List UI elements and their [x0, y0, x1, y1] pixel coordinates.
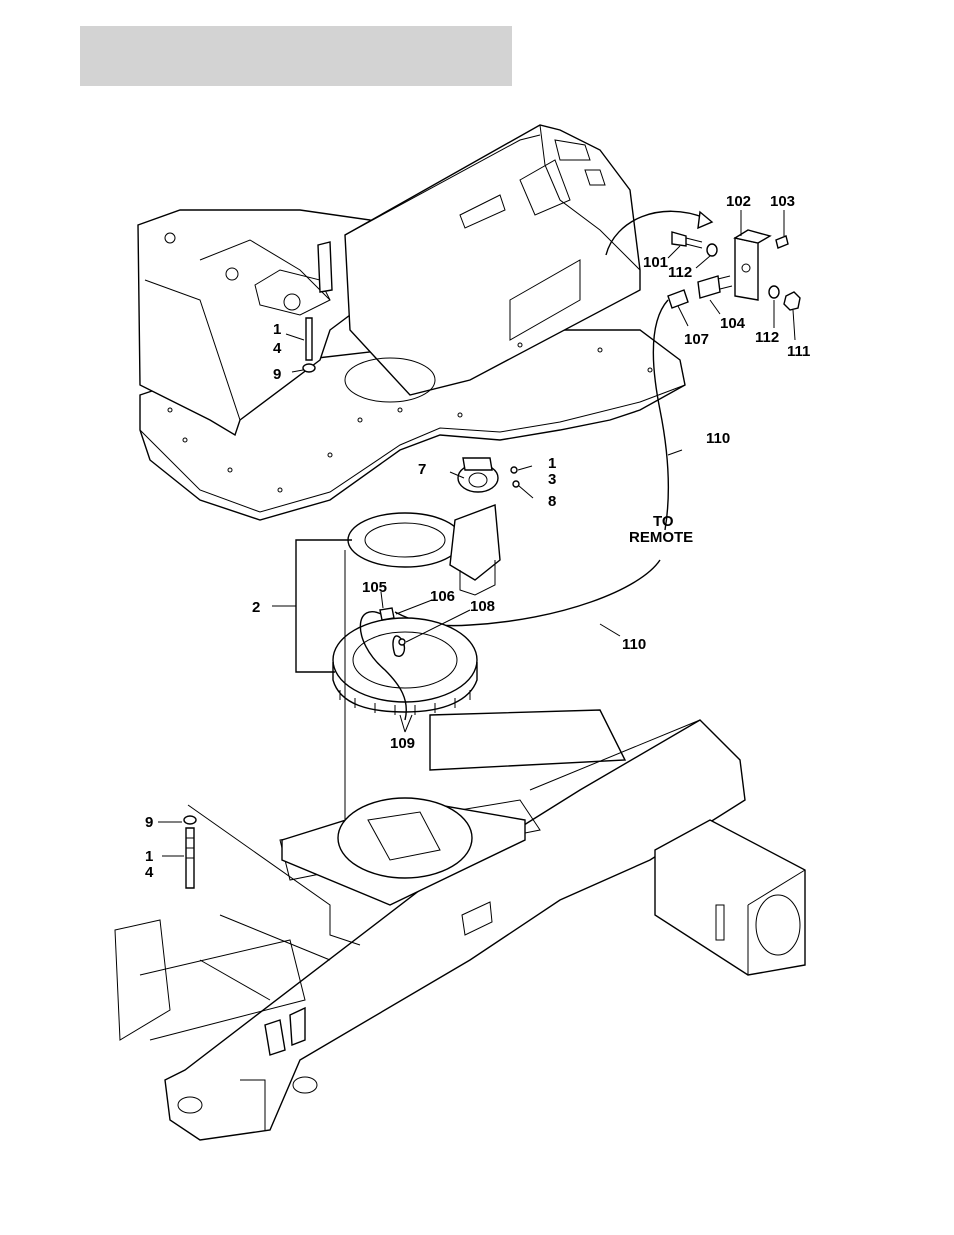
callout-110-lower: 110 [622, 636, 646, 653]
swing-bearing-assembly [272, 458, 519, 845]
callout-107: 107 [684, 331, 709, 348]
callout-4-lower: 4 [145, 864, 154, 881]
callout-111: 111 [787, 343, 810, 360]
callout-1-upper: 1 [273, 321, 281, 338]
callout-to: TO [653, 513, 674, 530]
callout-9-upper: 9 [273, 366, 281, 383]
callout-9-lower: 9 [145, 814, 153, 831]
callout-1-middle: 1 [548, 455, 556, 472]
callout-remote: REMOTE [629, 529, 693, 546]
callout-7: 7 [418, 461, 426, 478]
callout-110-upper: 110 [706, 430, 730, 447]
callout-2: 2 [252, 599, 260, 616]
callout-8: 8 [548, 493, 556, 510]
turntable-upper-assembly [138, 125, 685, 520]
callout-108: 108 [470, 598, 495, 615]
callout-106: 106 [430, 588, 455, 605]
callout-105: 105 [362, 579, 387, 596]
callout-4-upper: 4 [273, 340, 282, 357]
callout-109: 109 [390, 735, 415, 752]
callout-1-lower: 1 [145, 848, 153, 865]
callout-104: 104 [720, 315, 746, 332]
callout-101: 101 [643, 254, 668, 271]
callout-103: 103 [770, 193, 795, 210]
callout-112-top: 112 [668, 264, 692, 281]
callout-3: 3 [548, 471, 556, 488]
callout-112-lower: 112 [755, 329, 779, 346]
callout-102: 102 [726, 193, 751, 210]
